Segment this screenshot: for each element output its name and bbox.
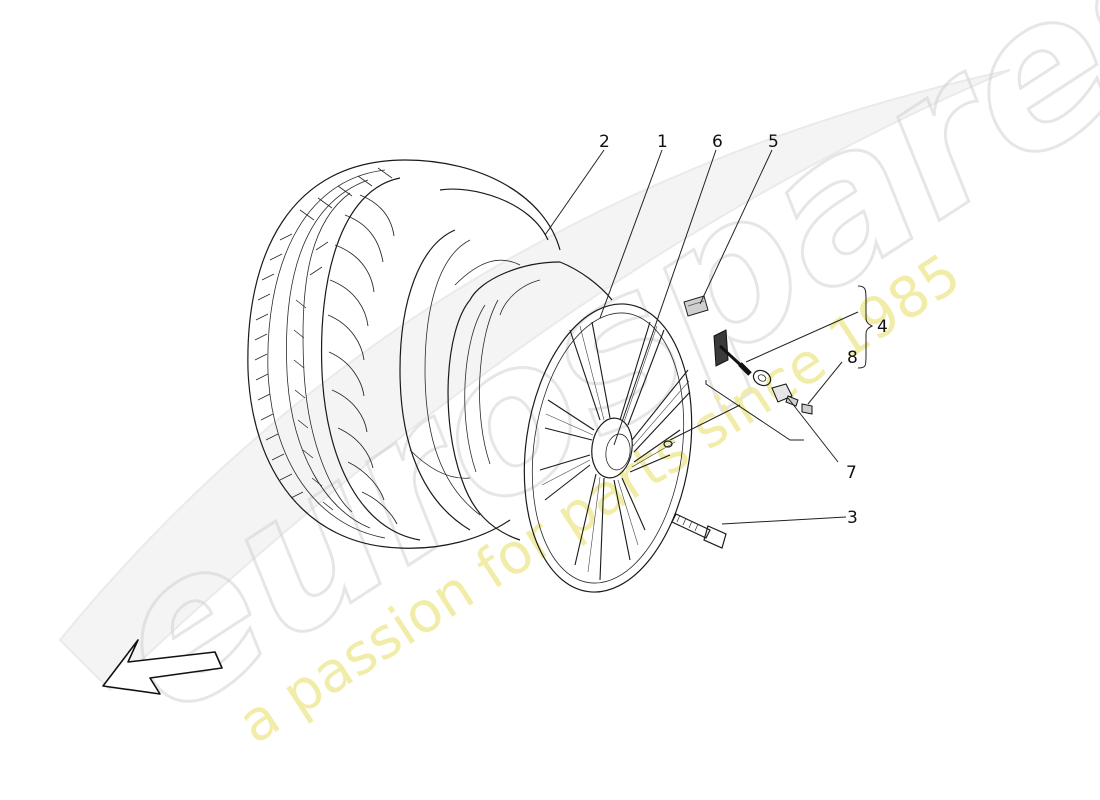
valve-cap	[801, 403, 813, 415]
watermark-brand: eurospares	[69, 0, 1100, 760]
callout-3: 3	[847, 508, 858, 528]
wheel-bolt	[671, 513, 727, 549]
callout-labels: 1 2 3 4 5 6 7 8	[599, 132, 888, 528]
valve-washer	[752, 369, 772, 387]
valve-hole	[663, 440, 673, 448]
tpms-sensor	[713, 329, 752, 376]
wheel-face	[523, 303, 693, 593]
watermark-swoosh	[58, 69, 1011, 692]
front-direction-arrow	[102, 639, 223, 695]
callout-8: 8	[847, 348, 858, 368]
watermark: eurospares a passion for parts since 198…	[58, 0, 1100, 762]
leader-lines	[544, 149, 874, 525]
callout-6: 6	[712, 132, 723, 152]
callout-4: 4	[877, 317, 888, 337]
tyre	[247, 159, 561, 549]
callout-2: 2	[599, 132, 610, 152]
callout-7: 7	[846, 463, 857, 483]
callout-1: 1	[657, 132, 668, 152]
balance-weight	[683, 295, 709, 317]
callout-5: 5	[768, 132, 779, 152]
wheel-rim	[409, 259, 613, 541]
